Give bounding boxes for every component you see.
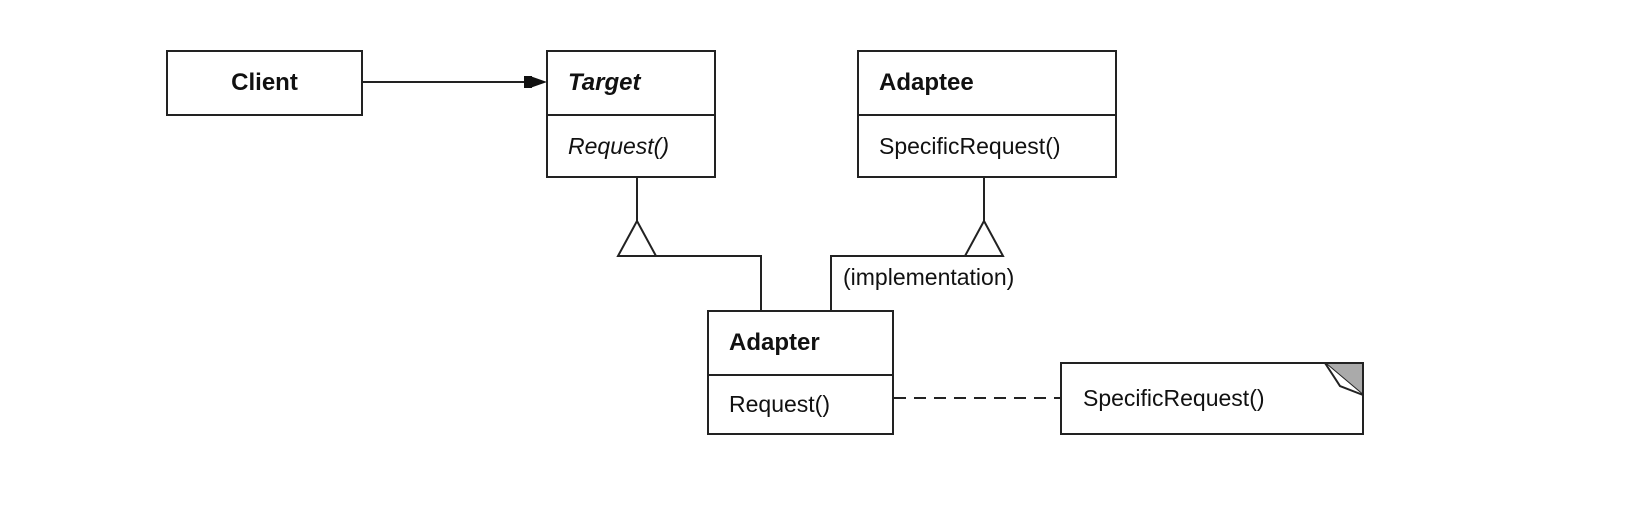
- association-arrowhead: [530, 76, 547, 88]
- adaptee-class-box: Adaptee SpecificRequest(): [857, 50, 1117, 178]
- adapter-to-adaptee-line: [830, 255, 965, 310]
- adapter-class-name: Adapter: [729, 329, 820, 356]
- implementation-label: (implementation): [843, 264, 1015, 290]
- adapter-to-target-line: [656, 255, 762, 310]
- target-class-name: Target: [568, 69, 641, 96]
- note-fold-edge: [1324, 362, 1364, 396]
- client-class-name: Client: [231, 69, 298, 96]
- adapter-class-box: Adapter Request(): [707, 310, 894, 435]
- target-operation: Request(): [548, 114, 714, 176]
- adaptee-class-name: Adaptee: [879, 69, 974, 96]
- adaptee-inheritance-triangle: [963, 218, 1005, 257]
- adaptee-operation: SpecificRequest(): [859, 114, 1115, 176]
- association-arrow-base: [524, 76, 532, 88]
- client-class-box: Client: [166, 50, 363, 116]
- target-inheritance-triangle: [616, 218, 658, 257]
- target-class-box: Target Request(): [546, 50, 716, 178]
- note-text: SpecificRequest(): [1083, 385, 1265, 411]
- note-shape: [1060, 362, 1364, 435]
- adapter-operation: Request(): [709, 374, 892, 433]
